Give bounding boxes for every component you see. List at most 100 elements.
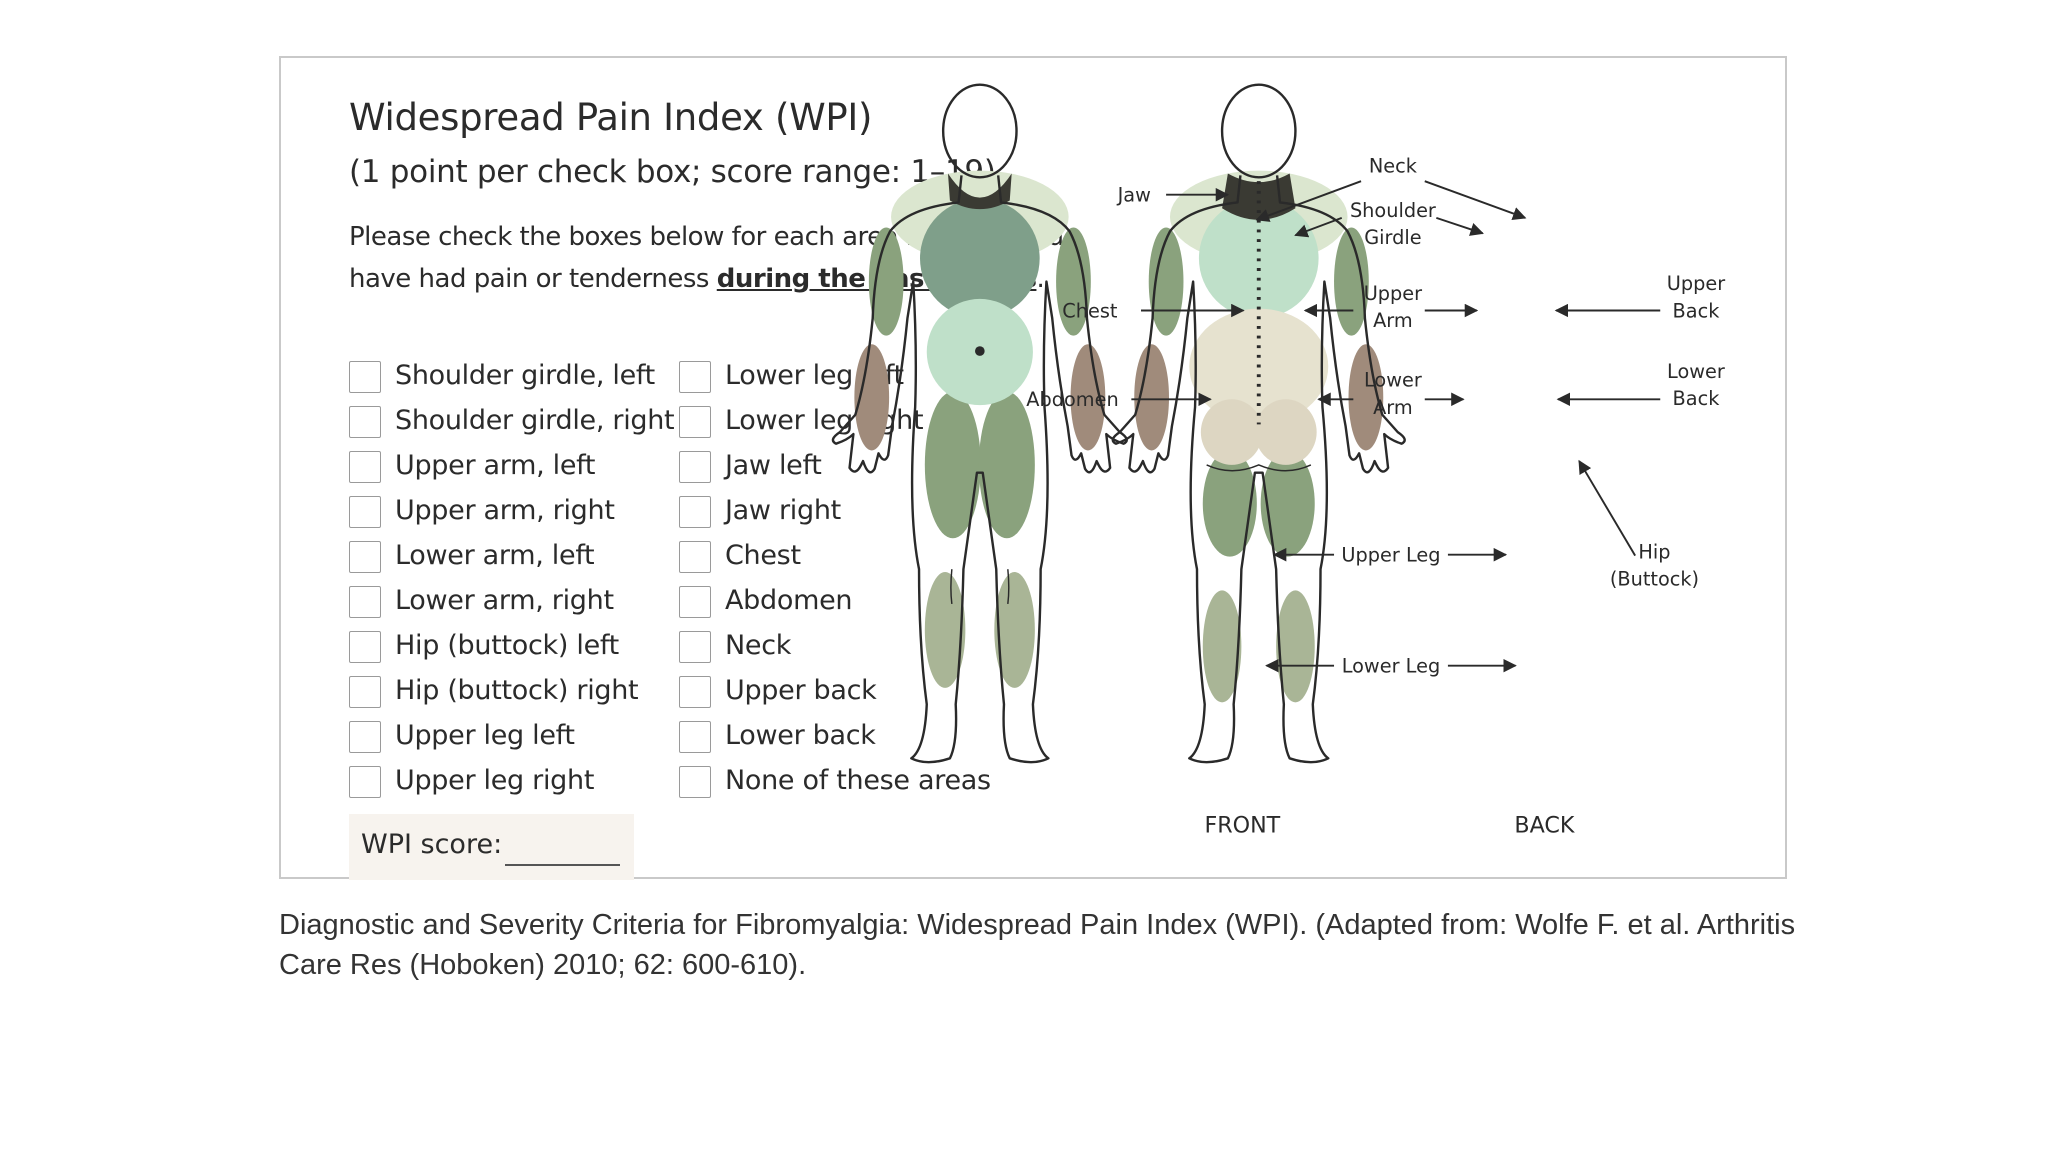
shoulder-arrow-front (1294, 216, 1343, 238)
label-upper-arm-line1: Upper (1364, 282, 1422, 305)
label-arrows (1131, 180, 1661, 673)
checklist-item-label: Shoulder girdle, right (395, 405, 675, 436)
checklist-item-label: Upper arm, right (395, 495, 615, 526)
wpi-score-box: WPI score: (349, 814, 634, 880)
shoulder-arrow-back (1436, 216, 1484, 236)
label-neck: Neck (1369, 155, 1418, 178)
checkbox[interactable] (679, 541, 711, 573)
front-head-outline (941, 83, 1018, 179)
checkbox[interactable] (349, 676, 381, 708)
checklist-item-label: Upper arm, left (395, 450, 596, 481)
checkbox[interactable] (349, 541, 381, 573)
checkbox[interactable] (679, 631, 711, 663)
checklist-item-label: Upper leg left (395, 720, 575, 751)
front-lower-leg-right-region (994, 572, 1035, 688)
checkbox[interactable] (349, 361, 381, 393)
checklist-item-label: Hip (buttock) right (395, 675, 639, 706)
label-hip-line1: Hip (1638, 541, 1670, 564)
checklist-item-label: Shoulder girdle, left (395, 360, 655, 391)
label-abdomen: Abdomen (1026, 388, 1118, 411)
checkbox[interactable] (679, 586, 711, 618)
label-jaw: Jaw (1117, 183, 1151, 206)
front-lower-leg-left-region (924, 572, 966, 688)
back-upper-arm-right-region (1334, 227, 1369, 336)
label-upper-back-line1: Upper (1667, 272, 1725, 295)
back-hip-right-region (1254, 399, 1317, 465)
checklist-item-label: Upper back (725, 675, 877, 706)
checklist-item-label: Chest (725, 540, 801, 571)
back-lower-leg-right-region (1276, 590, 1315, 703)
front-leg-inner-lines (950, 569, 1010, 604)
back-hip-left-region (1200, 399, 1263, 465)
checklist-item-label: Neck (725, 630, 792, 661)
wpi-score-label: WPI score: (361, 829, 503, 860)
label-lower-leg: Lower Leg (1342, 654, 1440, 677)
checklist-item-label: Jaw right (725, 495, 841, 526)
body-diagram: Jaw Neck Shoulder Girdle Chest Upper Arm… (831, 83, 1725, 839)
front-upper-leg-right-region (978, 391, 1035, 539)
label-front: FRONT (1204, 813, 1280, 839)
checklist-item-label: Lower arm, right (395, 585, 614, 616)
checkbox[interactable] (679, 361, 711, 393)
checkbox[interactable] (349, 496, 381, 528)
front-lower-arm-right-region (1070, 344, 1106, 451)
label-upper-back-line2: Back (1673, 299, 1721, 322)
checkbox[interactable] (349, 586, 381, 618)
front-figure (831, 83, 1128, 764)
front-navel (975, 346, 985, 356)
form-title: Widespread Pain Index (WPI) (349, 96, 873, 139)
label-shoulder-line1: Shoulder (1350, 199, 1436, 222)
label-shoulder-line2: Girdle (1364, 226, 1421, 249)
front-body-outline (831, 175, 1128, 764)
checkbox[interactable] (349, 406, 381, 438)
back-lower-leg-left-region (1202, 590, 1242, 703)
checklist-item-label: Abdomen (725, 585, 853, 616)
checklist-item-label: Upper leg right (395, 765, 595, 796)
checkbox[interactable] (679, 496, 711, 528)
label-lower-back-line2: Back (1673, 387, 1721, 410)
back-head-outline (1220, 83, 1297, 179)
front-upper-arm-left-region (868, 227, 904, 336)
checklist-item-label: Lower arm, left (395, 540, 595, 571)
form-subtitle: (1 point per check box; score range: 1–1… (349, 154, 996, 190)
checkbox[interactable] (349, 451, 381, 483)
checklist-item-label: Hip (buttock) left (395, 630, 619, 661)
back-upper-back-region (1198, 198, 1319, 319)
front-upper-leg-left-region (924, 391, 981, 539)
label-lower-arm-line2: Arm (1373, 396, 1413, 419)
instruction-suffix: . (1036, 264, 1045, 294)
label-chest: Chest (1062, 299, 1118, 322)
label-upper-leg: Upper Leg (1341, 543, 1440, 566)
checkbox[interactable] (679, 406, 711, 438)
checkbox[interactable] (679, 766, 711, 798)
checkbox[interactable] (679, 676, 711, 708)
neck-arrow-back (1424, 180, 1527, 221)
back-lower-arm-left-region (1134, 344, 1169, 451)
checklist-item-label: Jaw left (725, 450, 822, 481)
label-lower-back-line1: Lower (1667, 360, 1725, 383)
checkbox[interactable] (349, 721, 381, 753)
checkbox[interactable] (679, 451, 711, 483)
label-upper-arm-line2: Arm (1373, 309, 1413, 332)
wpi-score-field[interactable] (505, 864, 620, 866)
front-lower-arm-left-region (854, 344, 890, 451)
checkbox[interactable] (349, 631, 381, 663)
hip-arrow (1578, 459, 1636, 557)
checkbox[interactable] (349, 766, 381, 798)
label-hip-line2: (Buttock) (1610, 568, 1699, 591)
back-upper-leg-right-region (1260, 450, 1315, 557)
back-lower-arm-right-region (1348, 344, 1384, 451)
label-lower-arm-line1: Lower (1364, 369, 1422, 392)
label-back: BACK (1514, 813, 1576, 839)
checkbox[interactable] (679, 721, 711, 753)
checklist-item-label: None of these areas (725, 765, 991, 796)
checklist-item-label: Lower back (725, 720, 876, 751)
front-upper-arm-right-region (1056, 227, 1091, 336)
neck-arrow-front (1255, 180, 1362, 222)
front-jaw-region (947, 173, 1012, 210)
back-body-outline (1111, 175, 1406, 764)
figure-caption: Diagnostic and Severity Criteria for Fib… (279, 909, 1796, 981)
back-hip-crease-line (1206, 464, 1312, 472)
front-chest-region (920, 198, 1040, 319)
back-upper-leg-left-region (1202, 450, 1257, 557)
